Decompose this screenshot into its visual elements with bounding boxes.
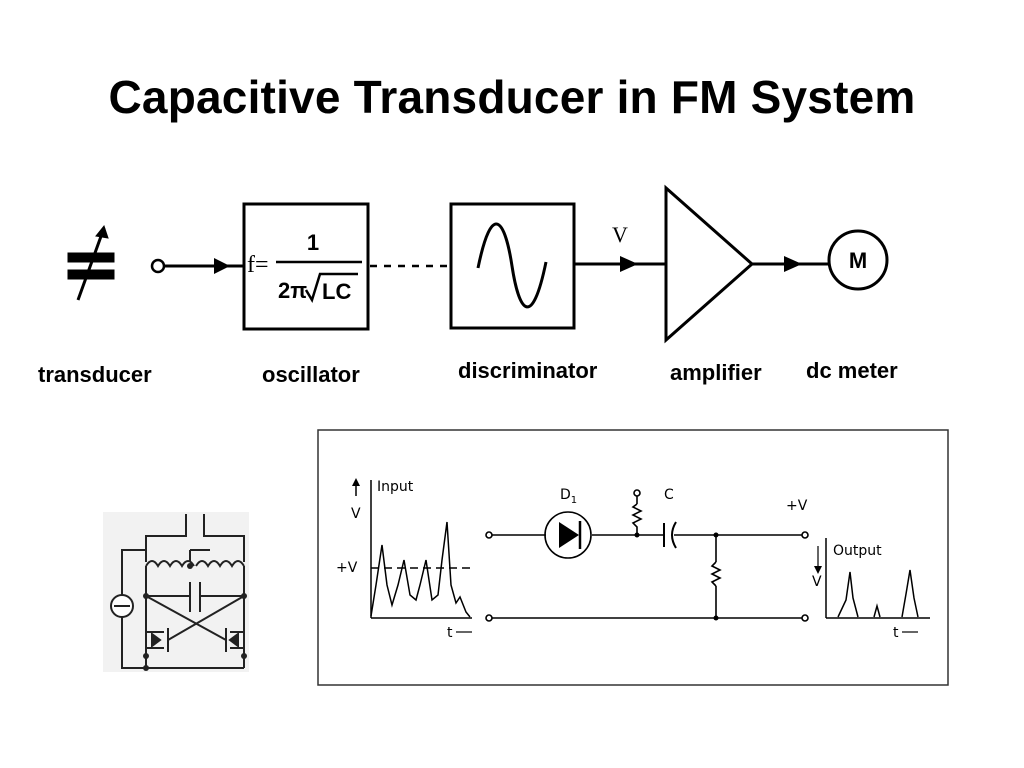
arrow-icon xyxy=(784,256,802,272)
amplifier-label: amplifier xyxy=(670,360,762,385)
v-axis-label: V xyxy=(351,506,361,522)
sine-wave-icon xyxy=(476,222,548,309)
oscillator-label: oscillator xyxy=(262,362,360,387)
transducer-label: transducer xyxy=(38,362,152,387)
diode-label: D1 xyxy=(560,487,577,506)
voltage-label: V xyxy=(612,222,628,247)
formula-lc: LC xyxy=(322,279,351,304)
oscillator-block xyxy=(242,202,370,331)
amplifier-symbol xyxy=(664,184,755,344)
diode-letter: D xyxy=(560,487,571,503)
output-time-axis-label: t xyxy=(893,625,899,641)
circuit-panel xyxy=(317,429,949,686)
supply-label: +V xyxy=(786,498,808,514)
circuit-junctions xyxy=(634,532,719,621)
formula-2pi: 2π xyxy=(278,278,307,303)
dc-meter-label: dc meter xyxy=(806,358,898,383)
input-waveform-graph xyxy=(352,478,472,619)
formula-prefix: f= xyxy=(247,252,269,278)
slide-title: Capacitive Transducer in FM System xyxy=(108,71,916,123)
diode-subscript: 1 xyxy=(571,495,577,506)
meter-symbol: M xyxy=(849,248,867,273)
variable-capacitor-icon xyxy=(67,224,115,301)
time-axis-label: t xyxy=(447,625,453,641)
arrow-icon xyxy=(620,256,638,272)
discriminator-label: discriminator xyxy=(458,358,598,383)
formula-numerator: 1 xyxy=(307,230,319,255)
oscillator-schematic xyxy=(103,512,249,672)
output-waveform-graph xyxy=(814,538,930,619)
input-terminal xyxy=(150,258,166,274)
capacitor-label: C xyxy=(664,487,674,503)
junction-dots xyxy=(143,563,247,671)
input-label: Input xyxy=(377,479,414,495)
output-v-axis-label: V xyxy=(812,574,822,590)
output-label: Output xyxy=(833,543,882,559)
discriminator-block xyxy=(449,202,576,330)
meter-icon xyxy=(827,229,889,291)
diode-icon xyxy=(559,521,582,549)
sqrt-symbol xyxy=(304,272,358,304)
detector-circuit xyxy=(485,489,809,622)
arrow-icon xyxy=(214,258,230,274)
plus-v-level-label: +V xyxy=(336,560,358,576)
